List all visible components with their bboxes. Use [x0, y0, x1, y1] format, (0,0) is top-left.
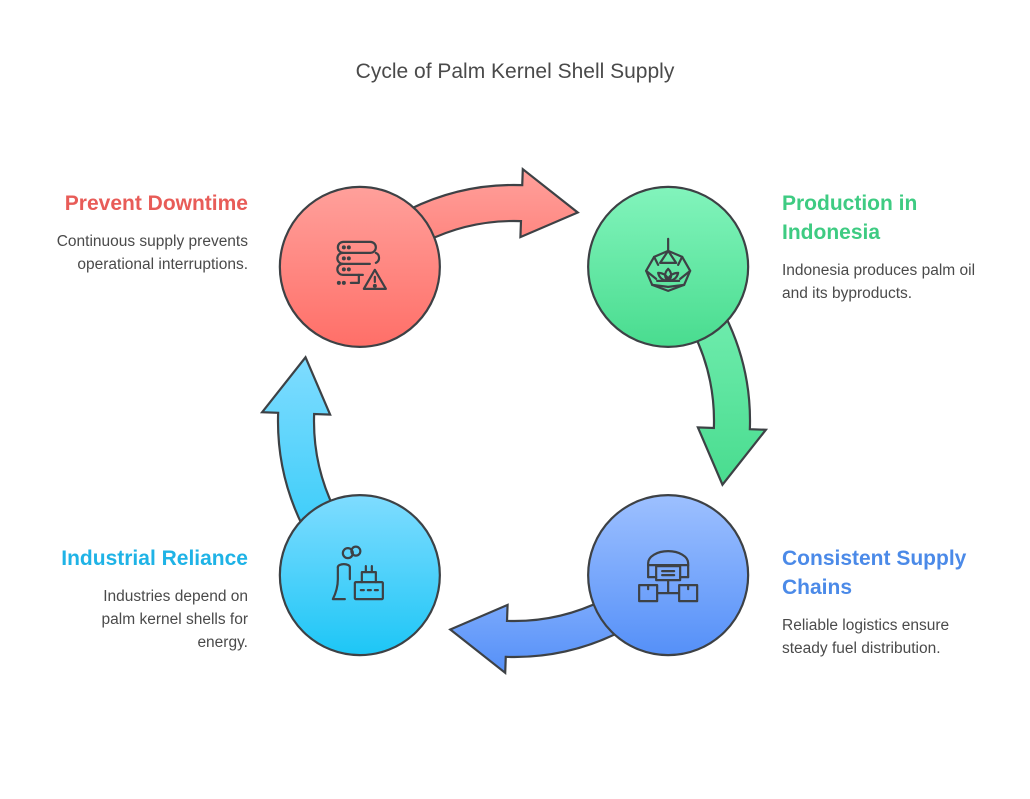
stage-heading: Prevent Downtime — [64, 192, 248, 215]
node-industrial-reliance — [278, 494, 441, 657]
stage-description: Industries depend on palm kernel shells … — [101, 588, 248, 651]
diagram-title: Cycle of Palm Kernel Shell Supply — [355, 60, 675, 83]
node-production-in-indonesia — [587, 185, 750, 348]
stage-description: Continuous supply prevents operational i… — [56, 233, 248, 273]
stage-consistent-supply-chains: Consistent Supply Chains Reliable logist… — [782, 544, 992, 660]
stage-description: Reliable logistics ensure steady fuel di… — [782, 617, 950, 657]
warehouse-distribution-icon — [638, 550, 699, 603]
factory-icon — [331, 545, 384, 601]
stage-production-in-indonesia: Production in Indonesia Indonesia produc… — [782, 189, 982, 305]
stage-heading: Industrial Reliance — [61, 547, 248, 570]
stage-prevent-downtime: Prevent Downtime Continuous supply preve… — [33, 189, 248, 276]
stage-heading: Consistent Supply Chains — [782, 547, 967, 599]
stage-industrial-reliance: Industrial Reliance Industries depend on… — [33, 544, 248, 654]
stage-heading: Production in Indonesia — [782, 192, 918, 244]
server-warning-icon — [336, 240, 387, 290]
stage-description: Indonesia produces palm oil and its bypr… — [782, 262, 976, 302]
lotus-lantern-icon — [645, 237, 692, 292]
node-prevent-downtime — [278, 185, 441, 348]
